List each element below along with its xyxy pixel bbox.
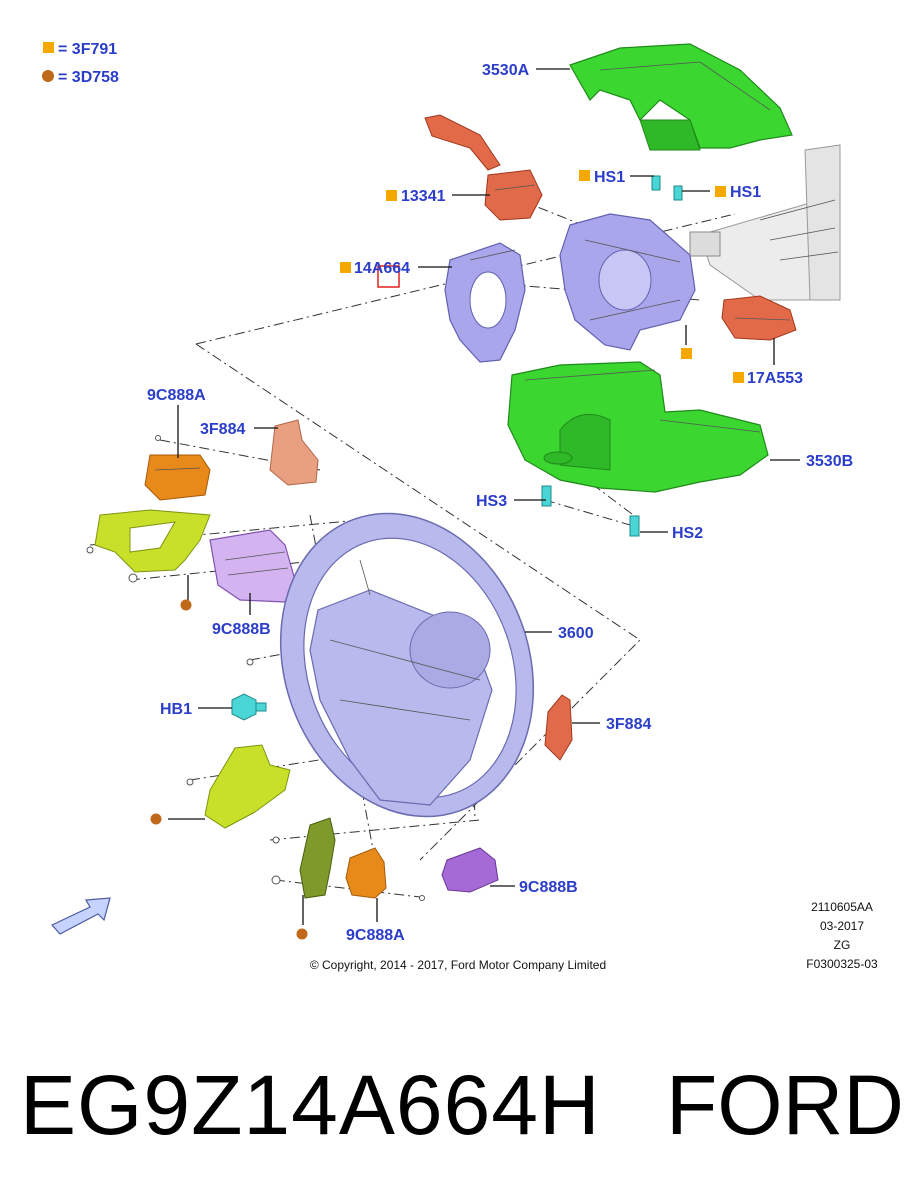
label-3F884-top: 3F884 bbox=[200, 421, 245, 438]
callout-labels: 3530A 13341 14A664 HS1 HS1 17A553 9C888A… bbox=[147, 62, 853, 944]
drawing-ref: F0300325-03 bbox=[806, 957, 878, 971]
product-caption: EG9Z14A664H FORD bbox=[0, 1030, 912, 1180]
steering-wheel-3600 bbox=[279, 512, 535, 818]
legend-circle-icon bbox=[42, 70, 54, 82]
bracket-olive bbox=[299, 817, 336, 899]
screw-hs1-right bbox=[673, 185, 683, 201]
legend: = 3F791 = 3D758 bbox=[42, 41, 119, 86]
lower-shroud-3530B bbox=[507, 361, 769, 493]
label-9C888B-left: 9C888B bbox=[212, 621, 271, 638]
marker-square-hs1-left bbox=[579, 170, 590, 181]
multifunction-switch-13341 bbox=[424, 114, 543, 221]
marker-square-14A664 bbox=[340, 262, 351, 273]
clockspring-14A664 bbox=[444, 242, 526, 363]
label-13341: 13341 bbox=[401, 188, 446, 205]
label-9C888A-bottom: 9C888A bbox=[346, 927, 405, 944]
drawing-code: ZG bbox=[834, 938, 851, 952]
legend-circle-text: = 3D758 bbox=[58, 69, 119, 86]
switch-9C888B-bottom bbox=[441, 847, 499, 893]
screws bbox=[541, 175, 683, 537]
wiper-switch-17A553 bbox=[721, 295, 797, 341]
marker-square-17A553 bbox=[733, 372, 744, 383]
small-fasteners bbox=[86, 435, 425, 901]
marker-circle-left bbox=[180, 599, 192, 611]
highlight-box bbox=[377, 265, 400, 288]
drawing-info: 2110605AA 03-2017 ZG F0300325-03 bbox=[806, 900, 878, 971]
brand-name: FORD bbox=[666, 1058, 904, 1152]
drawing-date: 03-2017 bbox=[820, 919, 864, 933]
legend-square-icon bbox=[43, 42, 54, 53]
switch-9C888A-top bbox=[144, 454, 211, 501]
trim-bezel-left-yellow-green bbox=[94, 509, 211, 573]
steering-column bbox=[689, 144, 841, 301]
label-hs3: HS3 bbox=[476, 493, 507, 510]
label-hb1: HB1 bbox=[160, 701, 192, 718]
paddle-3F884-right bbox=[544, 694, 573, 761]
trim-bezel-lower-yellow-green bbox=[204, 744, 291, 829]
marker-square-13341 bbox=[386, 190, 397, 201]
column-control-module bbox=[559, 213, 696, 351]
marker-square-hs1-right bbox=[715, 186, 726, 197]
screw-hs1-left bbox=[651, 175, 661, 191]
label-17A553: 17A553 bbox=[747, 370, 803, 387]
part-number: EG9Z14A664H bbox=[20, 1058, 601, 1152]
label-3F884-right: 3F884 bbox=[606, 716, 651, 733]
label-3530A: 3530A bbox=[482, 62, 530, 79]
part-markers bbox=[150, 170, 744, 940]
marker-circle-bracket bbox=[296, 928, 308, 940]
switch-9C888A-bottom bbox=[345, 847, 387, 899]
label-hs2: HS2 bbox=[672, 525, 703, 542]
marker-square-module bbox=[681, 348, 692, 359]
drawing-id: 2110605AA bbox=[811, 900, 873, 914]
label-3530B: 3530B bbox=[806, 453, 853, 470]
front-direction-arrow-icon bbox=[51, 897, 111, 935]
screw-hs2 bbox=[629, 515, 640, 537]
label-9C888A-top: 9C888A bbox=[147, 387, 206, 404]
bezel-9C888B-left bbox=[209, 529, 296, 603]
label-3600: 3600 bbox=[558, 625, 594, 642]
horn-bolt-HB1 bbox=[231, 693, 267, 721]
upper-shroud-3530A bbox=[569, 43, 793, 151]
leader-lines bbox=[168, 68, 800, 925]
legend-square-text: = 3F791 bbox=[58, 41, 117, 58]
label-14A664: 14A664 bbox=[354, 260, 410, 277]
label-9C888B-bottom: 9C888B bbox=[519, 879, 578, 896]
screw-hs3 bbox=[541, 485, 552, 507]
label-hs1-right: HS1 bbox=[730, 184, 761, 201]
label-hs1-left: HS1 bbox=[594, 169, 625, 186]
exploded-parts-diagram: = 3F791 = 3D758 bbox=[42, 41, 878, 972]
marker-circle-lower-trim bbox=[150, 813, 162, 825]
copyright-text: © Copyright, 2014 - 2017, Ford Motor Com… bbox=[310, 958, 606, 972]
paddle-3F884-top bbox=[269, 419, 319, 486]
